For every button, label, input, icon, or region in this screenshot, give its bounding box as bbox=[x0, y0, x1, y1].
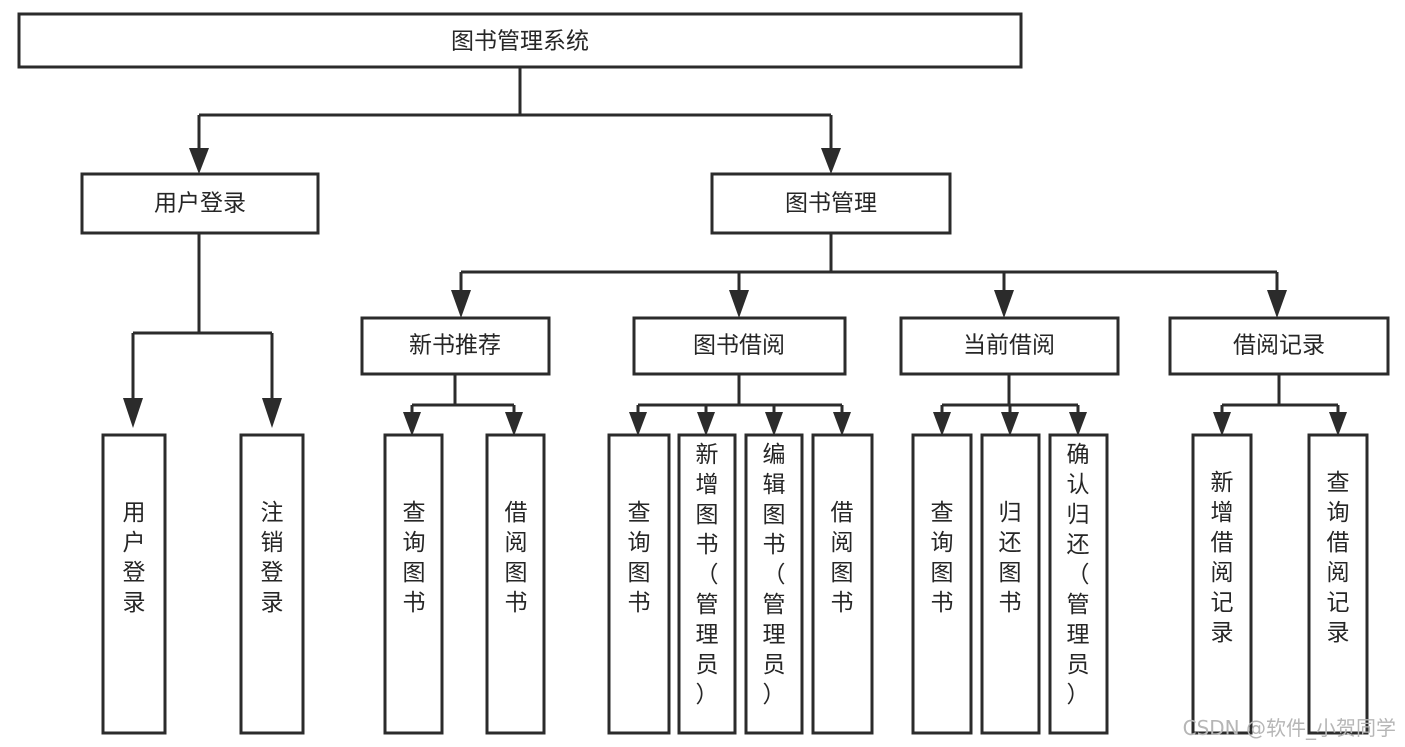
leaf-borrow-book-2-label: 借阅图书 bbox=[831, 500, 854, 616]
leaf-borrow-book-1-box[interactable] bbox=[485, 433, 546, 735]
leaf-edit-book[interactable]: 编辑图书（管理员） bbox=[744, 433, 804, 735]
leaf-confirm-return-box[interactable] bbox=[1048, 433, 1109, 735]
leaf-user-login-label: 用户登录 bbox=[123, 500, 146, 616]
leaf-query-book-2-box[interactable] bbox=[607, 433, 671, 735]
arrow-leaf-user-login bbox=[123, 398, 143, 428]
node-new-book-recommend-label: 新书推荐 bbox=[409, 333, 501, 359]
leaf-query-book-2-label: 查询图书 bbox=[628, 500, 651, 616]
arrow-leaf-add-book bbox=[697, 412, 715, 436]
arrow-leaf-confirm-return bbox=[1069, 412, 1087, 436]
node-current-borrow-box[interactable] bbox=[899, 316, 1120, 376]
arrow-leaf-query-book-1 bbox=[403, 412, 421, 436]
node-root-label: 图书管理系统 bbox=[451, 29, 589, 55]
node-borrow-record[interactable]: 借阅记录 bbox=[1168, 316, 1390, 376]
node-book-manage[interactable]: 图书管理 bbox=[710, 172, 952, 235]
arrow-leaf-query-book-3 bbox=[933, 412, 951, 436]
node-borrow-record-box[interactable] bbox=[1168, 316, 1390, 376]
node-new-book-recommend[interactable]: 新书推荐 bbox=[360, 316, 551, 376]
leaf-query-book-3[interactable]: 查询图书 bbox=[911, 433, 973, 735]
arrow-to-current-borrow bbox=[994, 290, 1014, 318]
arrow-to-book-borrow bbox=[729, 290, 749, 318]
arrow-leaf-borrow-book-1 bbox=[505, 412, 523, 436]
node-root-box[interactable] bbox=[17, 12, 1023, 69]
leaf-user-login-box[interactable] bbox=[101, 433, 167, 735]
leaf-add-record[interactable]: 新增借阅记录 bbox=[1191, 433, 1253, 735]
node-book-borrow-label: 图书借阅 bbox=[693, 333, 785, 359]
leaf-add-book-label: 新增图书（管理员） bbox=[696, 442, 719, 708]
leaf-add-record-box[interactable] bbox=[1191, 433, 1253, 735]
node-book-borrow-box[interactable] bbox=[632, 316, 847, 376]
leaf-edit-book-box[interactable] bbox=[744, 433, 804, 735]
node-user-login[interactable]: 用户登录 bbox=[80, 172, 320, 235]
leaf-query-record-label: 查询借阅记录 bbox=[1327, 470, 1350, 646]
node-root[interactable]: 图书管理系统 bbox=[17, 12, 1023, 69]
leaf-add-book[interactable]: 新增图书（管理员） bbox=[677, 433, 737, 735]
leaf-borrow-book-2[interactable]: 借阅图书 bbox=[811, 433, 874, 735]
leaf-query-record-box[interactable] bbox=[1307, 433, 1369, 735]
arrow-to-new-book-recommend bbox=[451, 290, 471, 318]
node-user-login-label: 用户登录 bbox=[154, 191, 246, 217]
node-borrow-record-label: 借阅记录 bbox=[1233, 333, 1325, 359]
arrow-leaf-query-book-2 bbox=[629, 412, 647, 436]
leaf-query-record[interactable]: 查询借阅记录 bbox=[1307, 433, 1369, 735]
leaf-borrow-book-2-box[interactable] bbox=[811, 433, 874, 735]
leaf-return-book-box[interactable] bbox=[980, 433, 1041, 735]
leaf-query-book-1-label: 查询图书 bbox=[403, 500, 426, 616]
node-current-borrow[interactable]: 当前借阅 bbox=[899, 316, 1120, 376]
node-user-login-box[interactable] bbox=[80, 172, 320, 235]
arrow-leaf-return-book bbox=[1001, 412, 1019, 436]
leaf-query-book-3-box[interactable] bbox=[911, 433, 973, 735]
leaf-logout[interactable]: 注销登录 bbox=[239, 433, 305, 735]
connector-layer bbox=[123, 68, 1347, 436]
leaf-borrow-book-1-label: 借阅图书 bbox=[505, 500, 528, 616]
node-current-borrow-label: 当前借阅 bbox=[963, 333, 1055, 359]
leaf-query-book-3-label: 查询图书 bbox=[931, 500, 954, 616]
arrow-to-user-login bbox=[189, 148, 209, 174]
leaf-return-book[interactable]: 归还图书 bbox=[980, 433, 1041, 735]
leaf-query-book-1[interactable]: 查询图书 bbox=[383, 433, 444, 735]
csdn-watermark: CSDN @软件_小贺同学 bbox=[1183, 716, 1396, 740]
leaf-edit-book-label: 编辑图书（管理员） bbox=[763, 442, 786, 708]
node-book-manage-label: 图书管理 bbox=[785, 191, 877, 217]
leaf-confirm-return[interactable]: 确认归还（管理员） bbox=[1048, 433, 1109, 735]
leaf-query-book-2[interactable]: 查询图书 bbox=[607, 433, 671, 735]
leaf-query-book-1-box[interactable] bbox=[383, 433, 444, 735]
leaf-add-book-box[interactable] bbox=[677, 433, 737, 735]
arrow-leaf-borrow-book-2 bbox=[833, 412, 851, 436]
leaf-add-record-label: 新增借阅记录 bbox=[1211, 470, 1234, 646]
node-book-manage-box[interactable] bbox=[710, 172, 952, 235]
leaf-confirm-return-label: 确认归还（管理员） bbox=[1067, 442, 1090, 708]
arrow-to-book-manage bbox=[821, 148, 841, 174]
arrow-to-borrow-record bbox=[1267, 290, 1287, 318]
leaf-return-book-label: 归还图书 bbox=[999, 500, 1022, 616]
leaf-borrow-book-1[interactable]: 借阅图书 bbox=[485, 433, 546, 735]
leaf-logout-box[interactable] bbox=[239, 433, 305, 735]
node-book-borrow[interactable]: 图书借阅 bbox=[632, 316, 847, 376]
arrow-leaf-logout bbox=[262, 398, 282, 428]
leaf-logout-label: 注销登录 bbox=[261, 500, 284, 616]
node-new-book-recommend-box[interactable] bbox=[360, 316, 551, 376]
arrow-leaf-query-record bbox=[1329, 412, 1347, 436]
arrow-leaf-add-record bbox=[1213, 412, 1231, 436]
leaf-user-login[interactable]: 用户登录 bbox=[101, 433, 167, 735]
arrow-leaf-edit-book bbox=[765, 412, 783, 436]
